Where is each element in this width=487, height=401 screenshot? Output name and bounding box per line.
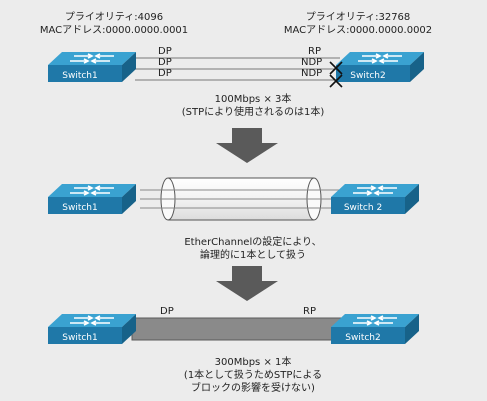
logical-link-bar bbox=[131, 317, 343, 341]
blocked-port-marks bbox=[329, 61, 343, 88]
switch2-stage1: Switch2 bbox=[336, 52, 424, 82]
stage3-caption-line2: (1本として扱うためSTPによる bbox=[184, 368, 322, 381]
switch-label: Switch1 bbox=[62, 71, 97, 81]
switch1-stage3: Switch1 bbox=[48, 314, 136, 344]
switch1-stage2: Switch1 bbox=[48, 184, 136, 214]
link-1-left-port: DP bbox=[158, 46, 172, 57]
stage3-caption-line1: 300Mbps × 1本 bbox=[215, 355, 292, 368]
switch-label: Switch1 bbox=[62, 203, 97, 213]
switch-label: Switch2 bbox=[345, 333, 380, 343]
link-1-right-port: RP bbox=[308, 46, 321, 57]
link-3-right-port: NDP bbox=[301, 68, 322, 79]
link-2-left-port: DP bbox=[158, 57, 172, 68]
down-arrow-icon bbox=[216, 128, 278, 163]
stage1-caption-line1: 100Mbps × 3本 bbox=[215, 92, 292, 105]
switch-label: Switch 2 bbox=[344, 203, 382, 213]
stage3: DP RP Switch1 Switch2 300Mbps × 1本 (1本とし… bbox=[48, 306, 419, 394]
left-mac-label: MACアドレス:0000.0000.0001 bbox=[40, 25, 188, 36]
switch2-stage3: Switch2 bbox=[331, 314, 419, 344]
switch1-stage1: Switch1 bbox=[48, 52, 136, 82]
stage2: Switch1 Switch 2 EtherChannelの設定により、 論理的… bbox=[48, 177, 419, 261]
left-priority-label: プライオリティ:4096 bbox=[65, 11, 163, 23]
stage2-caption-line1: EtherChannelの設定により、 bbox=[184, 235, 321, 248]
switch-label: Switch1 bbox=[62, 333, 97, 343]
switch-label: Switch2 bbox=[350, 71, 385, 81]
block-x-icon bbox=[329, 61, 343, 75]
link-cables bbox=[135, 57, 340, 81]
right-priority-label: プライオリティ:32768 bbox=[306, 11, 411, 23]
stage3-left-port: DP bbox=[160, 306, 174, 317]
switch2-stage2: Switch 2 bbox=[331, 184, 419, 214]
etherchannel-bundle bbox=[140, 177, 340, 221]
block-x-icon bbox=[329, 74, 343, 88]
stage1-caption-line2: (STPにより使用されるのは1本) bbox=[182, 105, 325, 118]
link-3-left-port: DP bbox=[158, 68, 172, 79]
stage1: プライオリティ:4096 MACアドレス:0000.0000.0001 プライオ… bbox=[40, 11, 432, 118]
stage3-right-port: RP bbox=[303, 306, 316, 317]
stage2-caption-line2: 論理的に1本として扱う bbox=[200, 248, 306, 261]
right-mac-label: MACアドレス:0000.0000.0002 bbox=[284, 25, 432, 36]
stage3-caption-line3: ブロックの影響を受けない) bbox=[191, 381, 315, 394]
link-2-right-port: NDP bbox=[301, 57, 322, 68]
down-arrow-icon bbox=[216, 266, 278, 301]
